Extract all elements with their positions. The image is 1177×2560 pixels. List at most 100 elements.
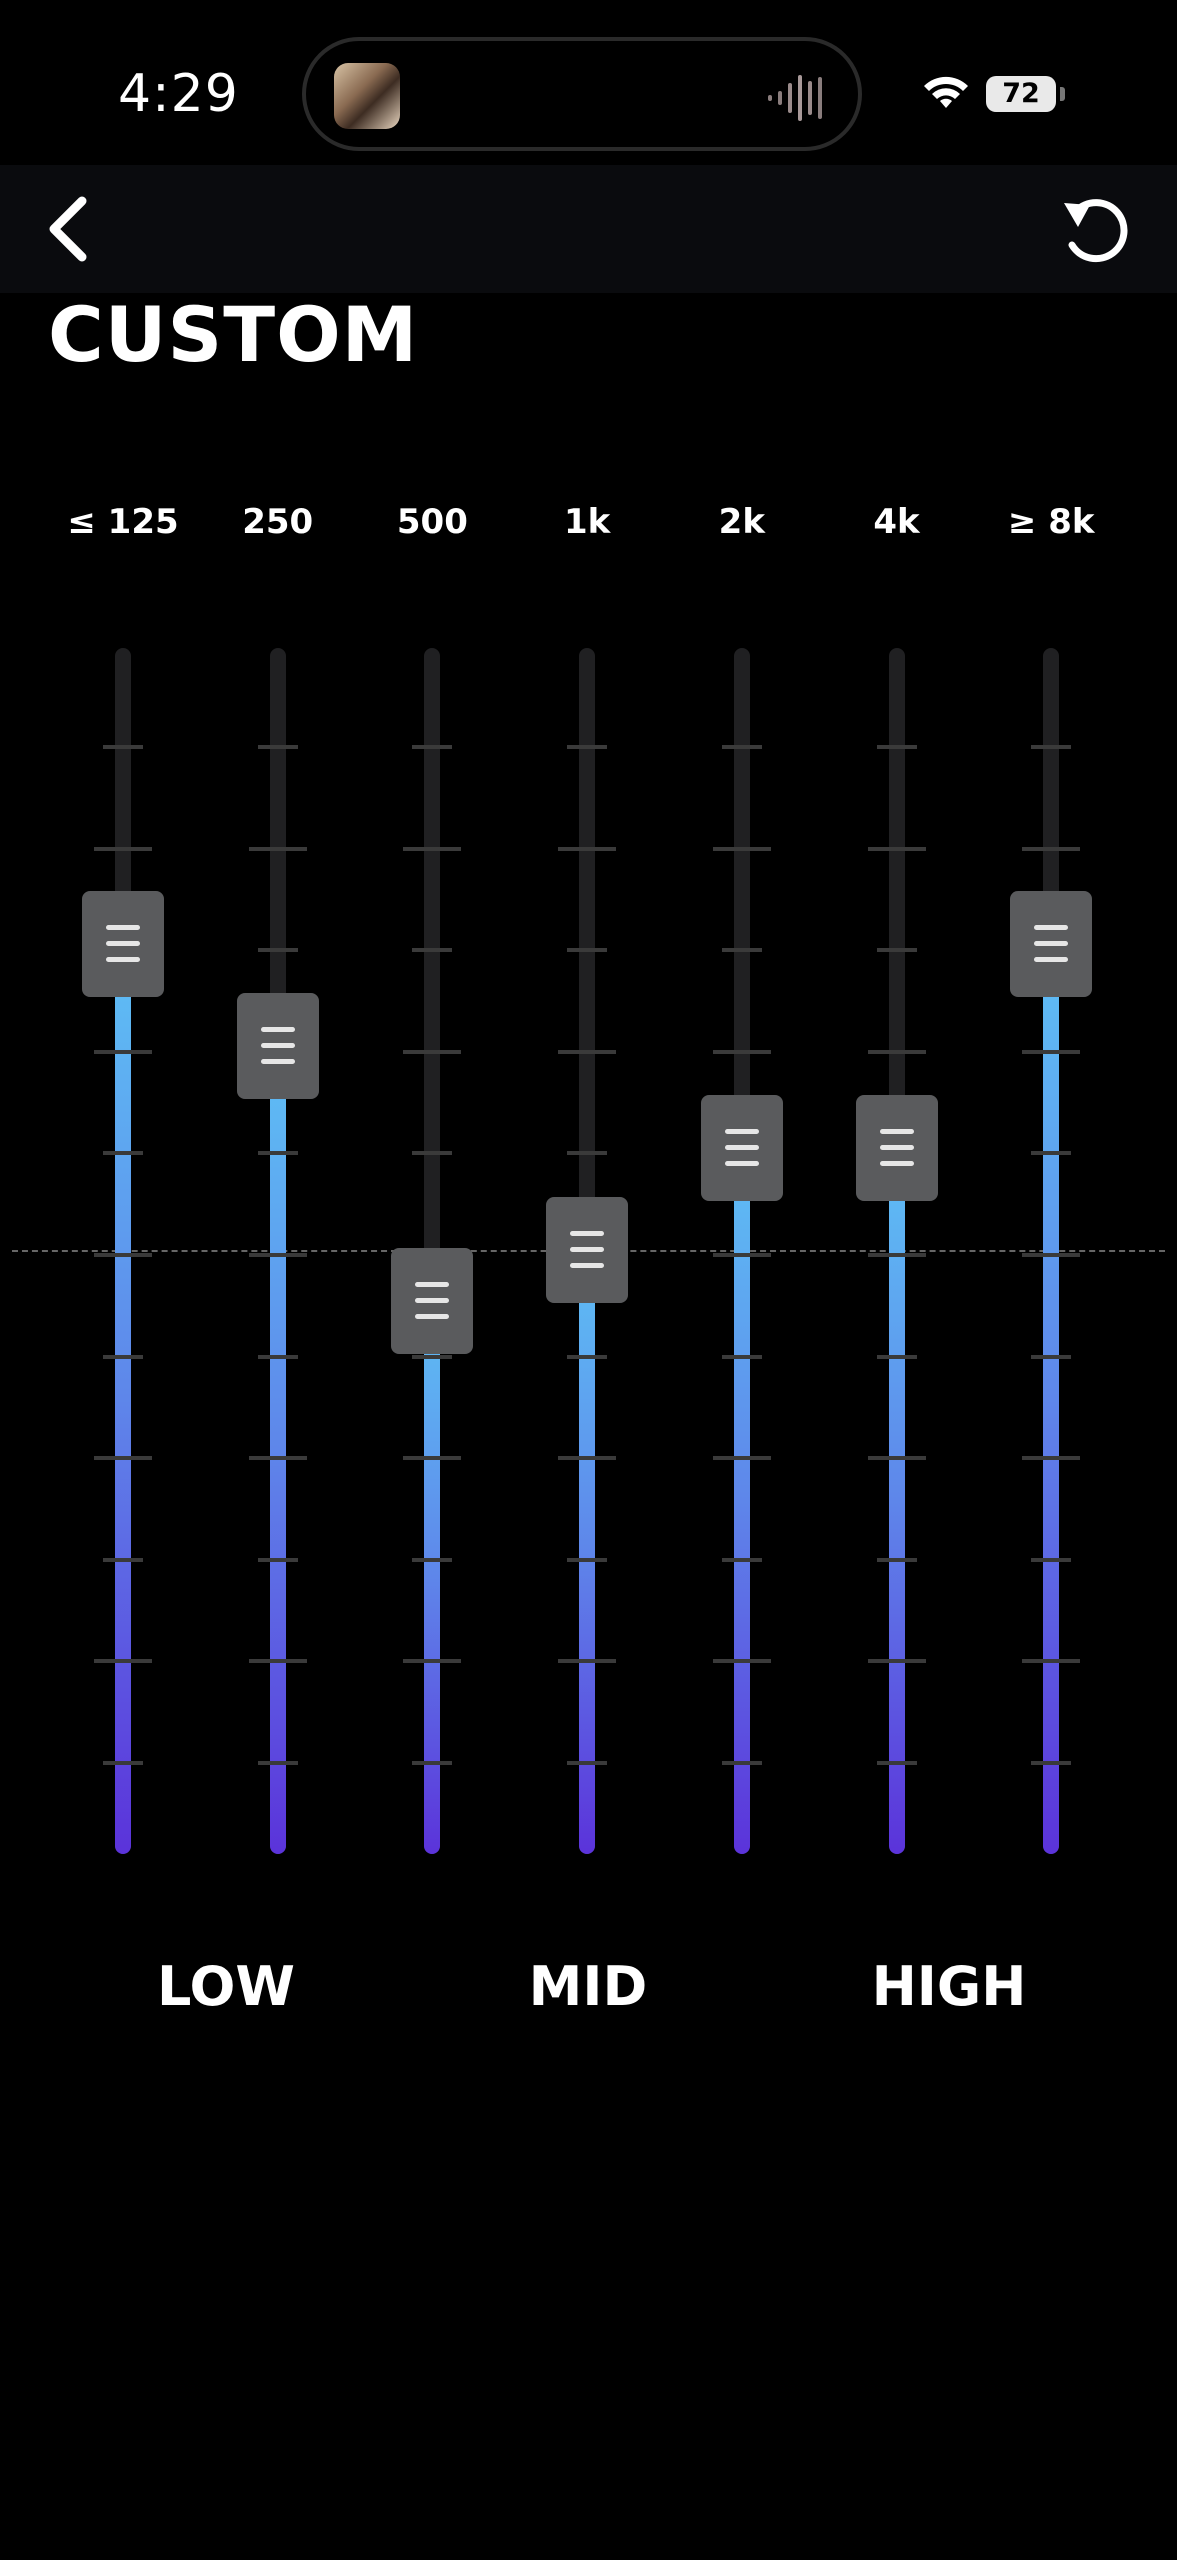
album-art-thumbnail[interactable] xyxy=(334,63,400,129)
slider-tick xyxy=(103,745,143,749)
slider-tick xyxy=(721,745,762,749)
grip-line xyxy=(106,957,140,962)
slider-tick xyxy=(403,1049,462,1054)
nav-bar xyxy=(0,165,1177,293)
slider-tick xyxy=(1031,1557,1072,1562)
slider-fill xyxy=(424,1301,441,1854)
slider-tick xyxy=(257,948,298,953)
grip-line xyxy=(415,1314,450,1319)
slider-tick xyxy=(103,1354,143,1359)
band-label: 500 xyxy=(396,502,468,542)
slider-tick xyxy=(876,948,917,953)
slider-tick xyxy=(558,1456,617,1461)
slider-tick xyxy=(567,1761,608,1765)
slider-tick xyxy=(248,1456,307,1461)
slider-tick xyxy=(567,1151,608,1156)
back-button[interactable] xyxy=(36,187,116,271)
band-label: ≥ 8k xyxy=(1007,502,1095,542)
slider-tick xyxy=(257,1151,298,1156)
slider-tick xyxy=(876,1761,917,1765)
grip-line xyxy=(260,1043,295,1048)
reset-rotate-icon xyxy=(1064,199,1128,263)
slider-tick xyxy=(867,1049,926,1054)
slider-tick xyxy=(876,1557,917,1562)
grip-line xyxy=(879,1129,914,1134)
slider-tick xyxy=(721,948,762,953)
slider-tick xyxy=(412,948,453,953)
slider-fill xyxy=(733,1148,750,1854)
slider-tick xyxy=(94,1049,152,1054)
slider-tick xyxy=(248,1253,307,1257)
slider-knob[interactable] xyxy=(391,1248,474,1354)
grip-line xyxy=(1034,941,1069,946)
battery-icon: 72 xyxy=(986,76,1056,112)
slider-knob[interactable] xyxy=(236,993,319,1099)
slider-tick xyxy=(867,1456,926,1461)
wifi-icon xyxy=(924,76,968,108)
grip-line xyxy=(570,1247,605,1252)
grip-line xyxy=(415,1282,450,1287)
slider-knob[interactable] xyxy=(546,1197,629,1303)
range-label-low: LOW xyxy=(157,1955,295,2018)
slider-tick xyxy=(867,846,926,851)
slider-knob[interactable] xyxy=(700,1095,783,1201)
slider-tick xyxy=(567,1557,608,1562)
slider-tick xyxy=(103,1557,143,1562)
slider-tick xyxy=(248,846,307,851)
grip-line xyxy=(879,1145,914,1150)
slider-tick xyxy=(257,1557,298,1562)
slider-tick xyxy=(257,745,298,749)
slider-tick xyxy=(867,1253,926,1257)
slider-tick xyxy=(257,1761,298,1765)
slider-knob[interactable] xyxy=(82,891,164,997)
slider-tick xyxy=(412,1557,453,1562)
slider-tick xyxy=(1031,1354,1072,1359)
slider-tick xyxy=(712,846,771,851)
reset-button[interactable] xyxy=(1052,187,1136,271)
slider-tick xyxy=(712,1659,771,1664)
status-bar: 4:29 72 xyxy=(0,0,1177,165)
band-label: 250 xyxy=(242,502,314,542)
slider-tick xyxy=(712,1456,771,1461)
slider-fill xyxy=(269,1046,286,1854)
slider-tick xyxy=(1031,745,1072,749)
band-label: 1k xyxy=(563,502,611,542)
slider-tick xyxy=(712,1253,771,1257)
slider-tick xyxy=(567,1354,608,1359)
waveform-icon xyxy=(768,75,822,121)
slider-tick xyxy=(412,745,453,749)
slider-tick xyxy=(712,1049,771,1054)
slider-tick xyxy=(1022,846,1081,851)
slider-tick xyxy=(403,846,462,851)
slider-tick xyxy=(1022,1456,1081,1461)
slider-tick xyxy=(1022,1253,1081,1257)
slider-tick xyxy=(876,1354,917,1359)
slider-tick xyxy=(558,1659,617,1664)
grip-line xyxy=(106,925,140,930)
grip-line xyxy=(106,941,140,946)
grip-line xyxy=(724,1145,759,1150)
grip-line xyxy=(570,1231,605,1236)
slider-fill xyxy=(579,1250,596,1854)
slider-fill xyxy=(1043,944,1060,1854)
slider-tick xyxy=(403,1456,462,1461)
slider-tick xyxy=(94,1253,152,1257)
chevron-left-icon xyxy=(49,196,87,262)
slider-tick xyxy=(103,1761,143,1765)
slider-tick xyxy=(257,1354,298,1359)
dynamic-island[interactable] xyxy=(302,37,862,151)
slider-knob[interactable] xyxy=(855,1095,938,1201)
grip-line xyxy=(1034,925,1069,930)
slider-fill xyxy=(888,1148,905,1854)
slider-knob[interactable] xyxy=(1010,891,1093,997)
page-title: CUSTOM xyxy=(48,290,419,379)
slider-fill xyxy=(115,944,131,1854)
grip-line xyxy=(260,1027,295,1032)
band-label: 2k xyxy=(718,502,765,542)
slider-tick xyxy=(1031,1761,1072,1765)
slider-tick xyxy=(403,1659,462,1664)
slider-tick xyxy=(1022,1049,1081,1054)
slider-tick xyxy=(103,1151,143,1156)
slider-tick xyxy=(721,1557,762,1562)
